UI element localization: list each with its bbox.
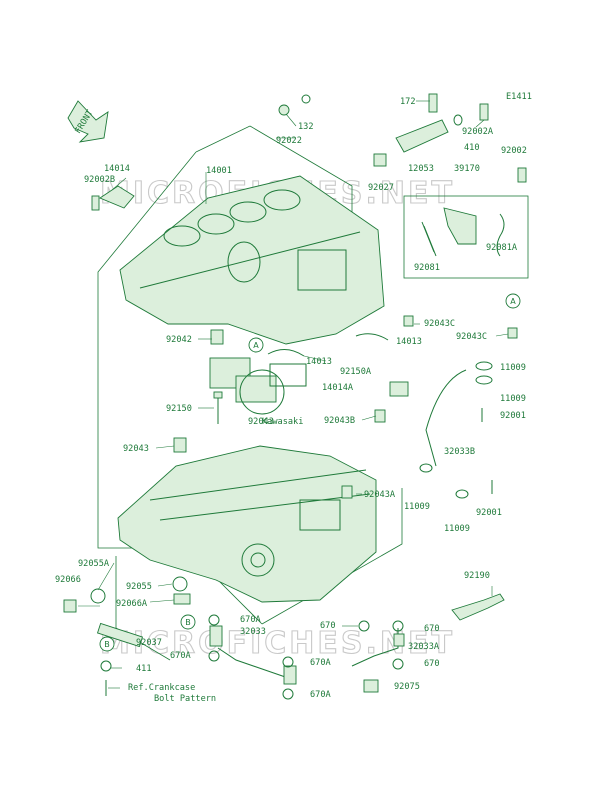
leader-lines (78, 100, 509, 689)
ref-note: Ref.Crankcase Bolt Pattern (128, 683, 216, 704)
callout-b-1: B (104, 640, 110, 649)
part-label: 92081A (486, 243, 518, 253)
part-label: 670A (170, 651, 192, 661)
callout-a-2: A (253, 341, 259, 350)
part-label: 92043B (324, 416, 355, 426)
part-label: 14013 (396, 337, 422, 347)
ref-note-line1: Ref.Crankcase (128, 683, 195, 693)
part-label: 92150 (166, 404, 192, 414)
part-label: 410 (464, 143, 480, 153)
part-label: 92001 (476, 508, 502, 518)
part-label: 92055 (126, 582, 152, 592)
part-label: 92081 (414, 263, 440, 273)
part-label: 92002A (462, 127, 494, 137)
part-label: 92027 (368, 183, 394, 193)
center-logo-text: Kawasaki (262, 417, 303, 427)
part-label: 92043 (123, 444, 149, 454)
part-label: 92043A (364, 490, 396, 500)
part-label: 12053 (408, 164, 434, 174)
part-label: 670A (240, 615, 262, 625)
part-label: 14014A (322, 383, 354, 393)
part-label: 92022 (276, 136, 302, 146)
small-parts (63, 93, 527, 700)
part-label: 14014 (104, 164, 130, 174)
callout-b-2: B (185, 618, 191, 627)
part-label: 92150A (340, 367, 372, 377)
part-label: 92043 (248, 417, 274, 427)
part-label: 11009 (404, 502, 430, 512)
callout-circles: A A B B (99, 293, 521, 652)
part-label: 92055A (78, 559, 110, 569)
part-label: 670 (320, 621, 336, 631)
part-label: 32033B (444, 447, 475, 457)
part-label: 11009 (444, 524, 470, 534)
part-label: 92002B (84, 175, 115, 185)
part-label: 92002 (501, 146, 527, 156)
callout-a-1: A (510, 297, 516, 306)
part-label: 92043C (424, 319, 455, 329)
part-label: 32033 (240, 627, 266, 637)
part-label: 14001 (206, 166, 232, 176)
part-label: 92066 (55, 575, 81, 585)
part-label: 11009 (500, 363, 526, 373)
part-label: 14013 (306, 357, 332, 367)
part-label: 32033A (408, 642, 440, 652)
part-label: 132 (298, 122, 314, 132)
part-label: 92190 (464, 571, 490, 581)
lower-crankcase (117, 445, 377, 603)
part-label: 92042 (166, 335, 192, 345)
part-label: 670 (424, 624, 440, 634)
part-label: 92075 (394, 682, 420, 692)
part-label: 411 (136, 664, 152, 674)
part-labels: 172 92002A 410 12053 39170 92002 92027 9… (55, 97, 527, 700)
part-label: 92037 (136, 638, 162, 648)
part-label: 92001 (500, 411, 526, 421)
part-label: 92043C (456, 332, 487, 342)
ref-note-line2: Bolt Pattern (154, 694, 216, 704)
part-label: 39170 (454, 164, 480, 174)
center-logo: Kawasaki (209, 357, 307, 427)
part-label: 172 (400, 97, 416, 107)
front-arrow-icon: FRONT (67, 100, 109, 143)
diagram-code: E1411 (506, 92, 532, 102)
part-label: 11009 (500, 394, 526, 404)
part-label: 670A (310, 690, 332, 700)
part-label: 92066A (116, 599, 148, 609)
part-label: 670A (310, 658, 332, 668)
upper-crankcase (119, 175, 385, 345)
part-label: 670 (424, 659, 440, 669)
